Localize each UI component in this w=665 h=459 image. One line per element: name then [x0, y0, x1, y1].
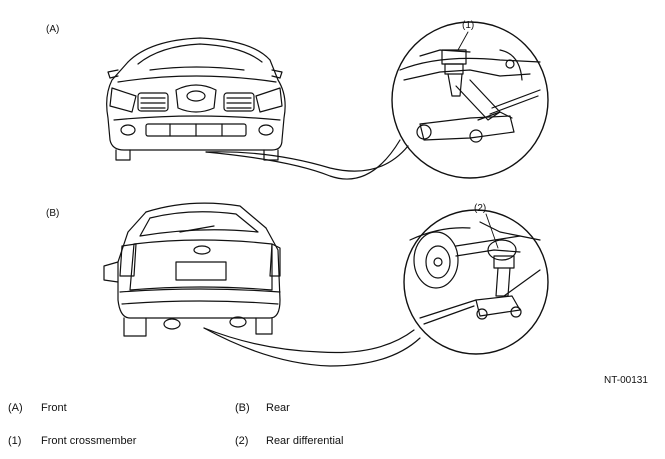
- legend-text-rear-differential: Rear differential: [266, 435, 344, 447]
- front-jack-detail: [391, 21, 549, 179]
- legend-key-1: (1): [8, 435, 22, 447]
- rear-car-illustration: [103, 202, 281, 337]
- legend-key-b: (B): [235, 402, 250, 414]
- legend-key-2: (2): [235, 435, 249, 447]
- front-car-illustration: [106, 37, 286, 161]
- legend-key-a: (A): [8, 402, 23, 414]
- legend-text-front: Front: [41, 402, 67, 414]
- callout-pointer-front: [205, 145, 409, 172]
- legend-text-front-crossmember: Front crossmember: [41, 435, 137, 447]
- rear-jack-detail: [403, 209, 549, 355]
- panel-label-a: (A): [46, 24, 60, 35]
- figure-code: NT-00131: [604, 375, 648, 386]
- callout-ref-1: (1): [462, 20, 475, 31]
- callout-ref-2: (2): [474, 203, 487, 214]
- panel-label-b: (B): [46, 208, 60, 219]
- legend-text-rear: Rear: [266, 402, 290, 414]
- callout-pointer-rear: [203, 327, 415, 354]
